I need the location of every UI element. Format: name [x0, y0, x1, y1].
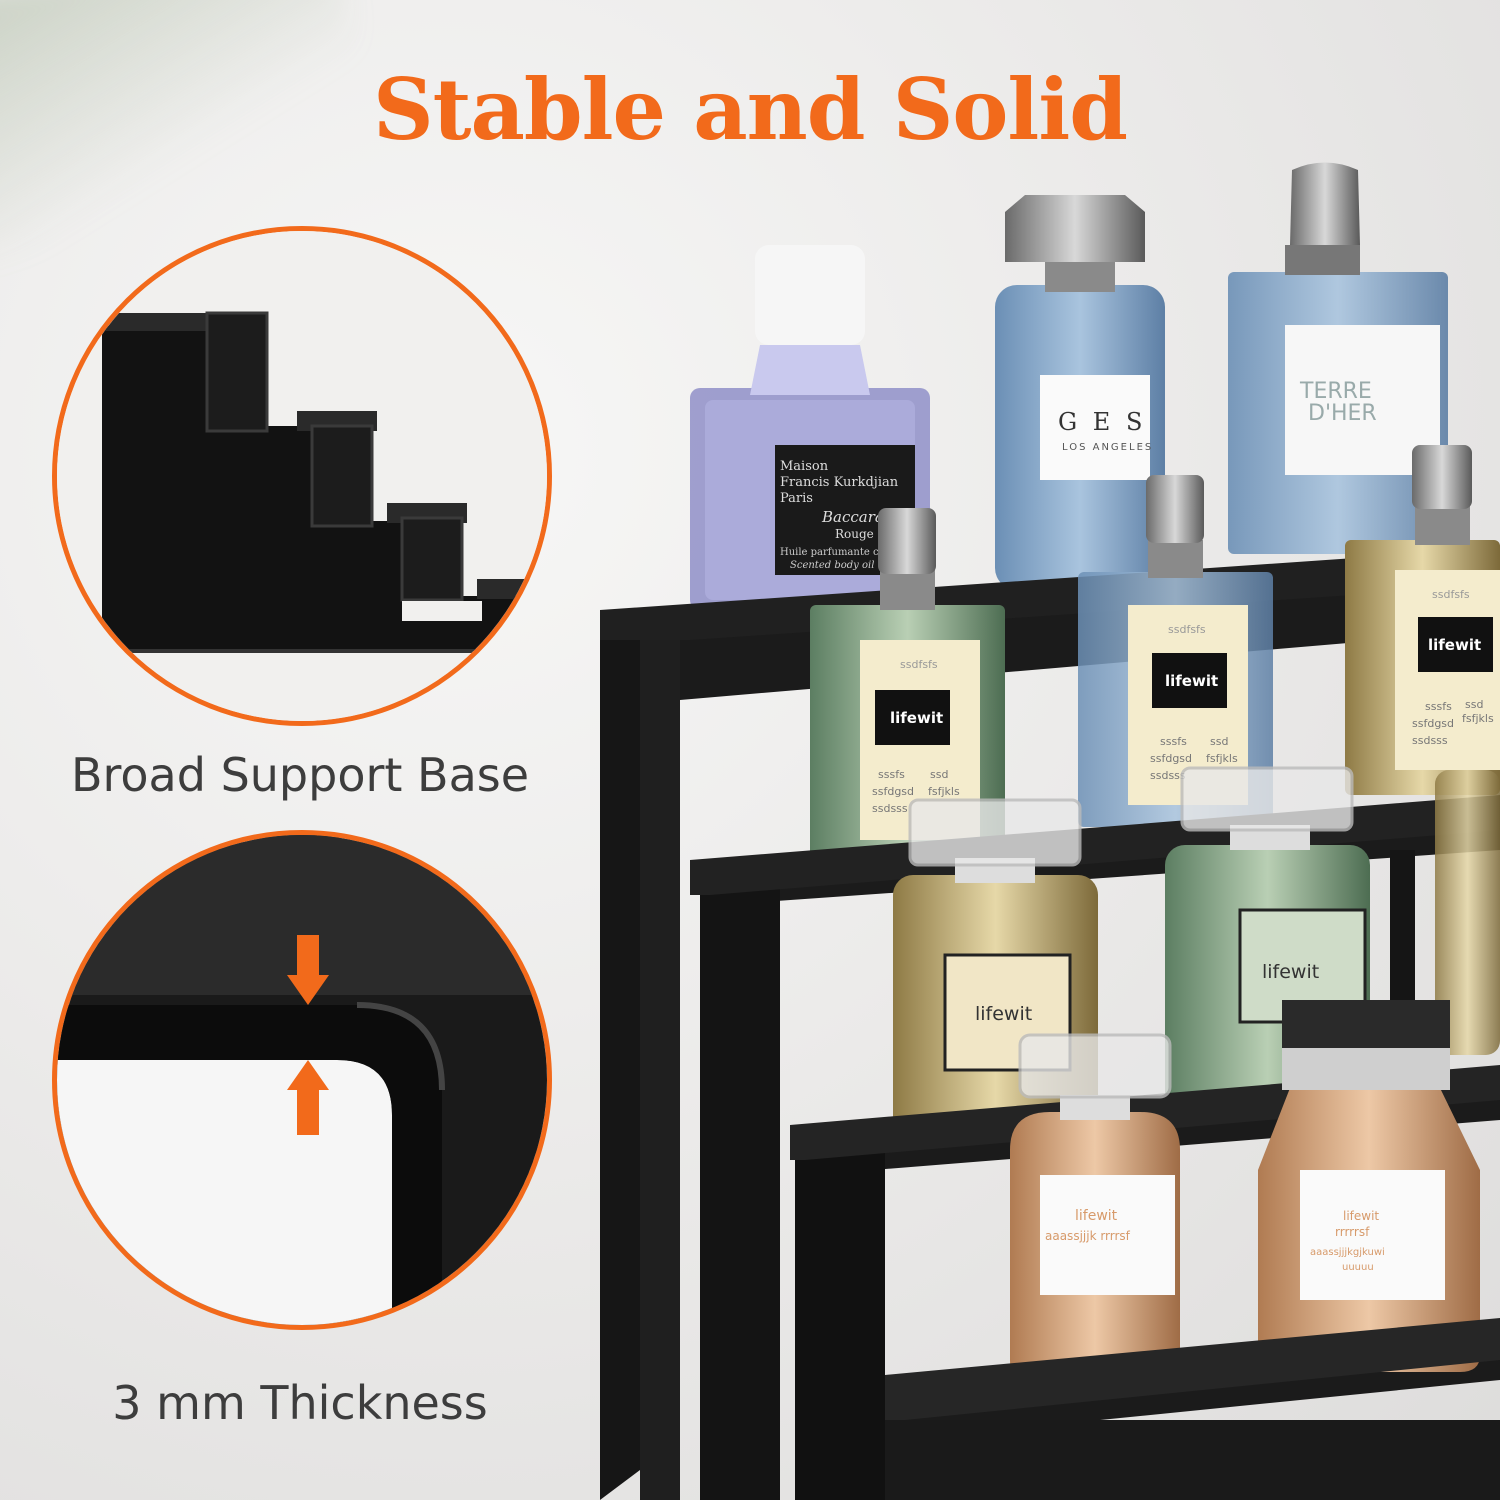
perfume-rack-illustration: Maison Francis Kurkdjian Paris Baccarat … — [600, 162, 1500, 1500]
svg-text:Scented body oil: Scented body oil — [790, 560, 874, 571]
svg-text:ssdfsfs: ssdfsfs — [1432, 588, 1470, 601]
svg-text:ssdfsfs: ssdfsfs — [1168, 623, 1206, 636]
svg-text:lifewit: lifewit — [1343, 1209, 1379, 1223]
bottle-partial-right — [1435, 770, 1500, 1055]
bottle-terre: TERRE D'HER — [1228, 162, 1448, 554]
svg-text:lifewit: lifewit — [1075, 1208, 1118, 1224]
svg-text:Francis Kurkdjian: Francis Kurkdjian — [780, 475, 899, 490]
svg-text:Paris: Paris — [780, 491, 813, 506]
caption-3mm-thickness: 3 mm Thickness — [112, 1376, 488, 1430]
callout-broad-base — [52, 226, 552, 726]
svg-text:lifewit: lifewit — [890, 709, 943, 727]
edge-thickness-closeup-icon — [57, 835, 547, 1325]
caption-broad-support-base: Broad Support Base — [70, 748, 530, 802]
bottle-ges: G E S LOS ANGELES — [995, 195, 1165, 590]
bottle-lifewit-gold: lifewit — [893, 798, 1098, 1140]
product-photo-rack-with-perfumes: Maison Francis Kurkdjian Paris Baccarat … — [580, 150, 1500, 1500]
arrow-up-icon — [287, 1060, 329, 1135]
svg-text:ssdsss: ssdsss — [872, 802, 908, 815]
svg-text:uuuuu: uuuuu — [1342, 1262, 1374, 1273]
svg-text:ssfdgsd: ssfdgsd — [1150, 752, 1192, 765]
svg-text:fsfjkls: fsfjkls — [1206, 752, 1238, 765]
svg-text:G E S: G E S — [1058, 408, 1146, 436]
svg-text:ssdsss: ssdsss — [1150, 769, 1186, 782]
headline: Stable and Solid — [373, 60, 1128, 159]
svg-text:sssfs: sssfs — [1160, 735, 1187, 748]
svg-text:rrrrrsf: rrrrrsf — [1335, 1225, 1370, 1239]
svg-text:aaassjjjk rrrrsf: aaassjjjk rrrrsf — [1045, 1229, 1131, 1243]
svg-text:Baccarat: Baccarat — [821, 508, 891, 526]
svg-text:ssd: ssd — [1210, 735, 1228, 748]
svg-text:TERRE: TERRE — [1299, 379, 1372, 404]
svg-text:Huile parfumante cor: Huile parfumante cor — [780, 547, 890, 558]
bottle-mfk: Maison Francis Kurkdjian Paris Baccarat … — [690, 245, 930, 610]
svg-text:sssfs: sssfs — [1425, 700, 1452, 713]
bottle-lifewit-amber: lifewit aaassjjjk rrrrsf — [1010, 1033, 1180, 1395]
callout-thickness — [52, 830, 552, 1330]
svg-text:ssd: ssd — [1465, 698, 1483, 711]
svg-text:fsfjkls: fsfjkls — [1462, 712, 1494, 725]
svg-text:lifewit: lifewit — [1428, 636, 1481, 654]
svg-text:lifewit: lifewit — [1165, 672, 1218, 690]
svg-text:lifewit: lifewit — [1262, 961, 1319, 983]
svg-text:LOS ANGELES: LOS ANGELES — [1062, 442, 1153, 453]
svg-text:aaassjjjkgjkuwi: aaassjjjkgjkuwi — [1310, 1247, 1385, 1258]
stepped-rack-closeup-icon — [57, 231, 547, 721]
svg-text:ssdsss: ssdsss — [1412, 734, 1448, 747]
svg-text:sssfs: sssfs — [878, 768, 905, 781]
svg-text:ssfdgsd: ssfdgsd — [1412, 717, 1454, 730]
svg-text:Maison: Maison — [780, 459, 829, 474]
svg-text:ssfdgsd: ssfdgsd — [872, 785, 914, 798]
svg-text:D'HER: D'HER — [1308, 401, 1377, 426]
svg-text:lifewit: lifewit — [975, 1003, 1032, 1025]
bottle-lifewit-black-cap: lifewit rrrrrsf aaassjjjkgjkuwi uuuuu — [1258, 1000, 1480, 1372]
arrow-down-icon — [287, 935, 329, 1005]
svg-text:ssdfsfs: ssdfsfs — [900, 658, 938, 671]
svg-text:ssd: ssd — [930, 768, 948, 781]
svg-text:fsfjkls: fsfjkls — [928, 785, 960, 798]
svg-text:Rouge: Rouge — [835, 527, 874, 541]
bottle-lifewit-3: ssdfsfs lifewit sssfs ssd ssfdgsd fsfjkl… — [1345, 445, 1500, 795]
bottle-lifewit-2: ssdfsfs lifewit sssfs ssd ssfdgsd fsfjkl… — [1078, 475, 1273, 827]
